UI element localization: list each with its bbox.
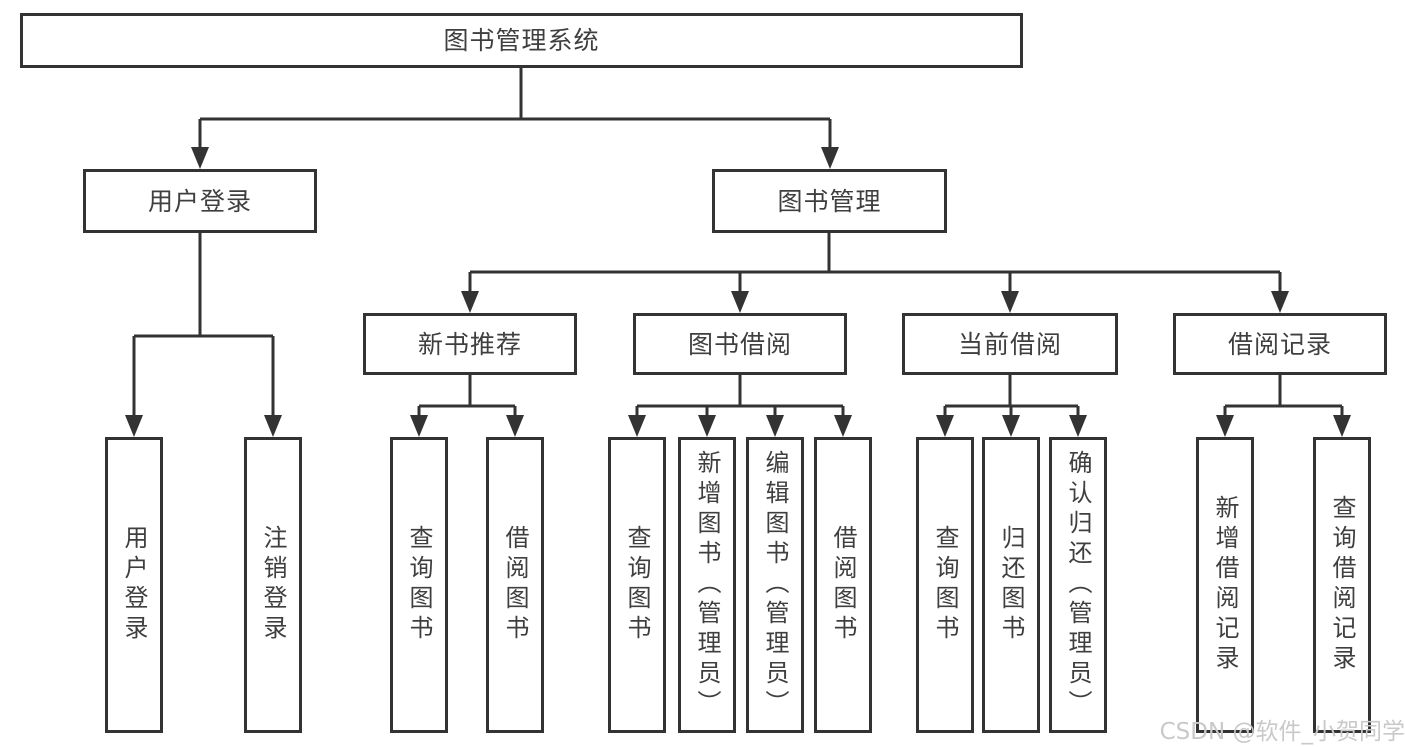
leaf-logout: 注销登录 — [244, 437, 302, 733]
leaf-user-login: 用户登录 — [105, 437, 163, 733]
node-book-management: 图书管理 — [712, 169, 947, 233]
leaf-br-add-record: 新增借阅记录 — [1196, 437, 1254, 733]
leaf-nbr-query-book: 查询图书 — [390, 437, 448, 733]
leaf-bb-edit-book-admin: 编辑图书（管理员） — [746, 437, 804, 733]
leaf-bb-query-book: 查询图书 — [608, 437, 666, 733]
leaf-cb-confirm-return-admin: 确认归还（管理员） — [1049, 437, 1107, 733]
node-borrow-records: 借阅记录 — [1173, 313, 1387, 375]
node-new-book-recommend: 新书推荐 — [363, 313, 577, 375]
csdn-watermark: CSDN @软件_小贺同学 — [1159, 719, 1405, 745]
node-current-borrow: 当前借阅 — [902, 313, 1118, 375]
leaf-br-query-record: 查询借阅记录 — [1313, 437, 1371, 733]
leaf-cb-return-book: 归还图书 — [982, 437, 1040, 733]
leaf-nbr-borrow-book: 借阅图书 — [486, 437, 544, 733]
leaf-cb-query-book: 查询图书 — [916, 437, 974, 733]
node-root: 图书管理系统 — [20, 13, 1023, 68]
node-book-borrow: 图书借阅 — [633, 313, 847, 375]
node-user-login: 用户登录 — [83, 169, 317, 233]
leaf-bb-add-book-admin: 新增图书（管理员） — [678, 437, 736, 733]
leaf-bb-borrow-book: 借阅图书 — [814, 437, 872, 733]
